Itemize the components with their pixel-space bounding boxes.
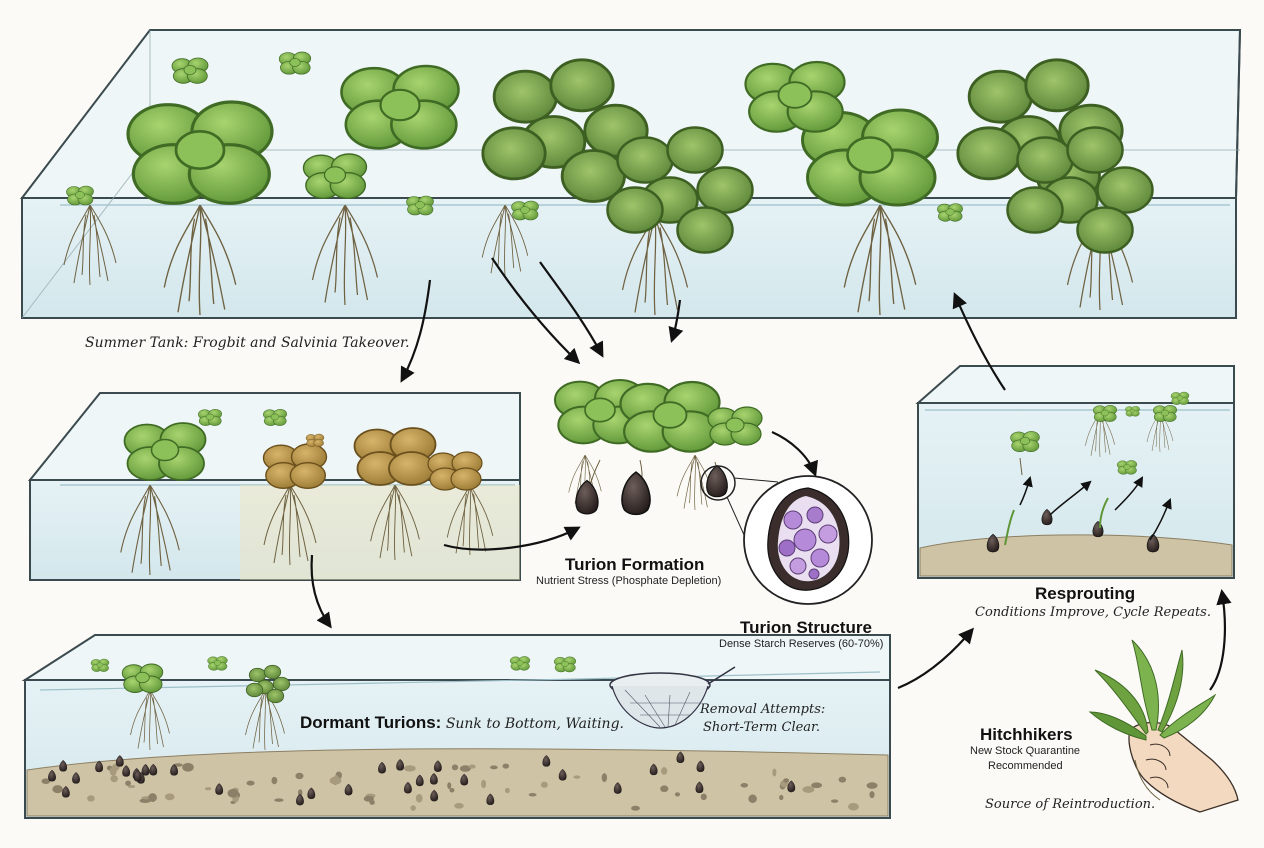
pebble (700, 793, 707, 801)
pebble (227, 788, 239, 798)
fishing-net-icon (609, 666, 736, 729)
turion-cross-section (743, 475, 873, 605)
pebble (468, 764, 476, 769)
pebble (540, 781, 548, 788)
pebble (451, 764, 459, 771)
pebble (274, 798, 284, 802)
pebble (772, 768, 777, 777)
hand-icon (1088, 639, 1239, 813)
pebble (297, 789, 303, 797)
pebble (459, 765, 471, 772)
pebble (802, 786, 815, 793)
pebble (246, 780, 255, 786)
pebble (674, 792, 681, 797)
pebble (481, 779, 487, 789)
pebble (139, 798, 151, 803)
flow-arrows (310, 257, 1232, 691)
resprouting-title: Resprouting (1035, 584, 1136, 603)
pebble (109, 767, 117, 776)
turion-icon (575, 479, 599, 515)
dormant-turions-title: Dormant Turions: (300, 713, 442, 732)
pebble (449, 788, 455, 793)
pebble (295, 772, 304, 780)
pebble (87, 795, 95, 802)
removal-attempts-line1: Removal Attempts: (700, 702, 826, 717)
pebble (869, 791, 875, 799)
pebble (573, 775, 581, 779)
pebble (447, 782, 452, 789)
pebble (369, 799, 375, 805)
resprouting-tank (915, 365, 1235, 579)
pebble (127, 784, 136, 789)
dormant-tank (21, 634, 891, 819)
pebble (528, 792, 537, 797)
pebble (182, 762, 194, 772)
resprouting-note: Conditions Improve, Cycle Repeats. (975, 605, 1211, 620)
pebble (329, 776, 342, 785)
hitchhikers-title: Hitchhikers (980, 725, 1073, 744)
turion-structure-subtitle: Dense Starch Reserves (60-70%) (719, 638, 884, 650)
pebble (779, 794, 784, 801)
pebble (601, 773, 608, 783)
hitchhikers-line2: Recommended (988, 760, 1063, 772)
pebble (125, 780, 131, 786)
pebble (164, 793, 175, 801)
pebble (502, 763, 510, 769)
pebble (847, 802, 859, 811)
pebble (148, 793, 157, 802)
summer-tank-caption: Summer Tank: Frogbit and Salvinia Takeov… (85, 335, 410, 351)
pebble (660, 785, 669, 793)
pebble (52, 785, 63, 794)
pebble (490, 765, 498, 770)
pebble (830, 799, 839, 803)
pebble (631, 805, 640, 811)
turion-formation-title: Turion Formation (565, 555, 705, 574)
pebble (866, 782, 878, 789)
pebble (838, 776, 847, 783)
pebble (415, 793, 423, 803)
pebble (740, 782, 749, 788)
dormant-turions-note: Sunk to Bottom, Waiting. (445, 716, 624, 732)
pebble (110, 775, 118, 783)
pebble (783, 778, 790, 783)
pebble (661, 767, 668, 775)
dormant-turions-caption: Dormant Turions: Sunk to Bottom, Waiting… (300, 713, 624, 733)
source-caption: Source of Reintroduction. (985, 797, 1156, 812)
pebble (454, 802, 464, 809)
pebble (271, 776, 278, 785)
turion-formation-subtitle: Nutrient Stress (Phosphate Depletion) (536, 575, 722, 587)
pebble (748, 794, 757, 804)
pebble (41, 778, 51, 785)
autumn-tank (27, 392, 521, 581)
turion-cluster (553, 378, 779, 567)
summer-tank (19, 29, 1242, 319)
curved-arrow-icon (400, 279, 432, 383)
pebble (403, 765, 416, 772)
removal-attempts-line2: Short-Term Clear. (703, 720, 820, 735)
turion-structure-title: Turion Structure (740, 618, 872, 637)
pebble (204, 787, 212, 791)
hitchhikers-line1: New Stock Quarantine (970, 745, 1081, 757)
pebble (410, 805, 416, 811)
pebble (504, 787, 510, 794)
pebble (811, 782, 823, 789)
